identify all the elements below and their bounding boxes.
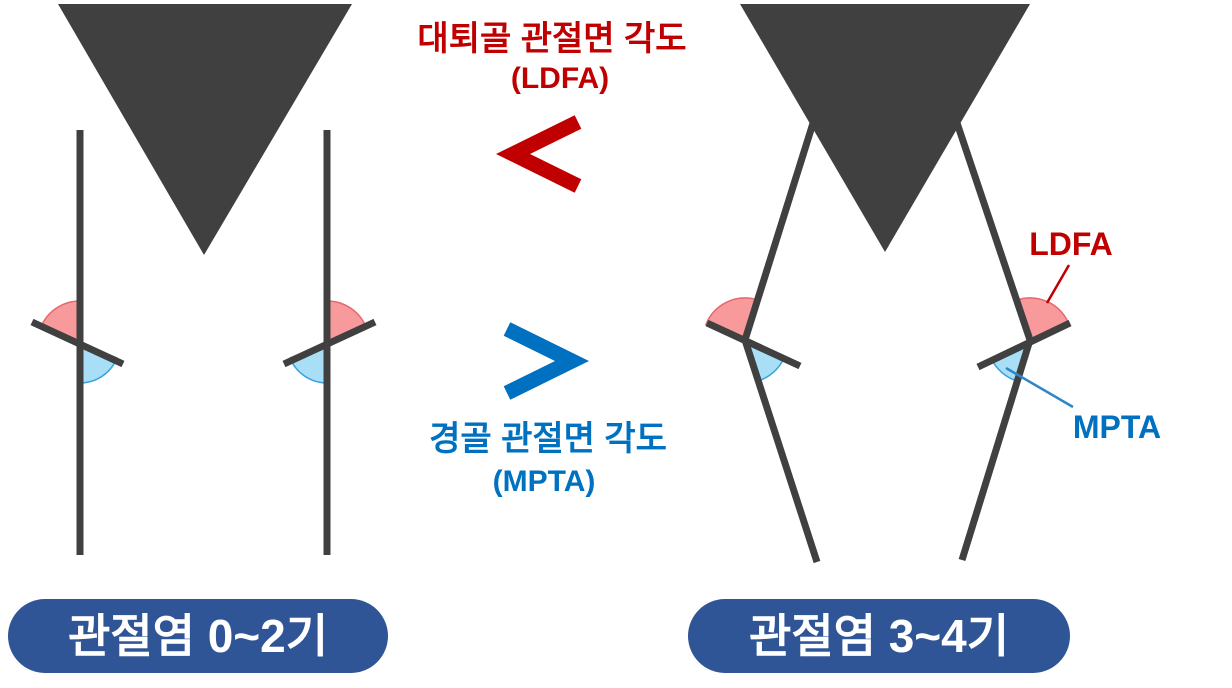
joint-surface-line [282, 318, 377, 368]
ldfa-leader-line [1045, 264, 1071, 304]
tibia-angle-abbr: (MPTA) [493, 465, 596, 498]
femur-triangle [740, 4, 1030, 252]
center-annotation: 대퇴골 관절면 각도 (LDFA) 경골 관절면 각도 (MPTA) [417, 20, 686, 498]
stage-3-4-label: 관절염 3~4기 [749, 610, 1009, 662]
joint-surface-line [30, 318, 125, 368]
femur-triangle [58, 4, 352, 255]
femur-axis-line [952, 118, 1034, 342]
ldfa-label: LDFA [1029, 226, 1113, 262]
stage-0-2-pill [8, 599, 388, 673]
tibia-axis-line [741, 338, 821, 564]
femur-angle-abbr: (LDFA) [511, 62, 609, 95]
stage-pills: 관절염 0~2기 관절염 3~4기 [8, 599, 1070, 673]
normal-knee-figure [30, 4, 377, 555]
joint-surface-line [976, 319, 1072, 371]
tibia-angle-title: 경골 관절면 각도 [429, 420, 667, 458]
tibia-axis-line [958, 338, 1034, 562]
greater-than-icon [503, 322, 589, 400]
mpta-label: MPTA [1073, 409, 1161, 445]
mpta-leader-line [1005, 366, 1074, 409]
less-than-icon [496, 115, 582, 193]
stage-0-2-label: 관절염 0~2기 [68, 610, 328, 662]
femur-axis-line [741, 118, 818, 342]
femur-angle-title: 대퇴골 관절면 각도 [417, 20, 686, 58]
varus-knee-figure: LDFA MPTA [704, 4, 1161, 564]
joint-surface-line [705, 319, 802, 370]
stage-3-4-pill [688, 599, 1070, 673]
